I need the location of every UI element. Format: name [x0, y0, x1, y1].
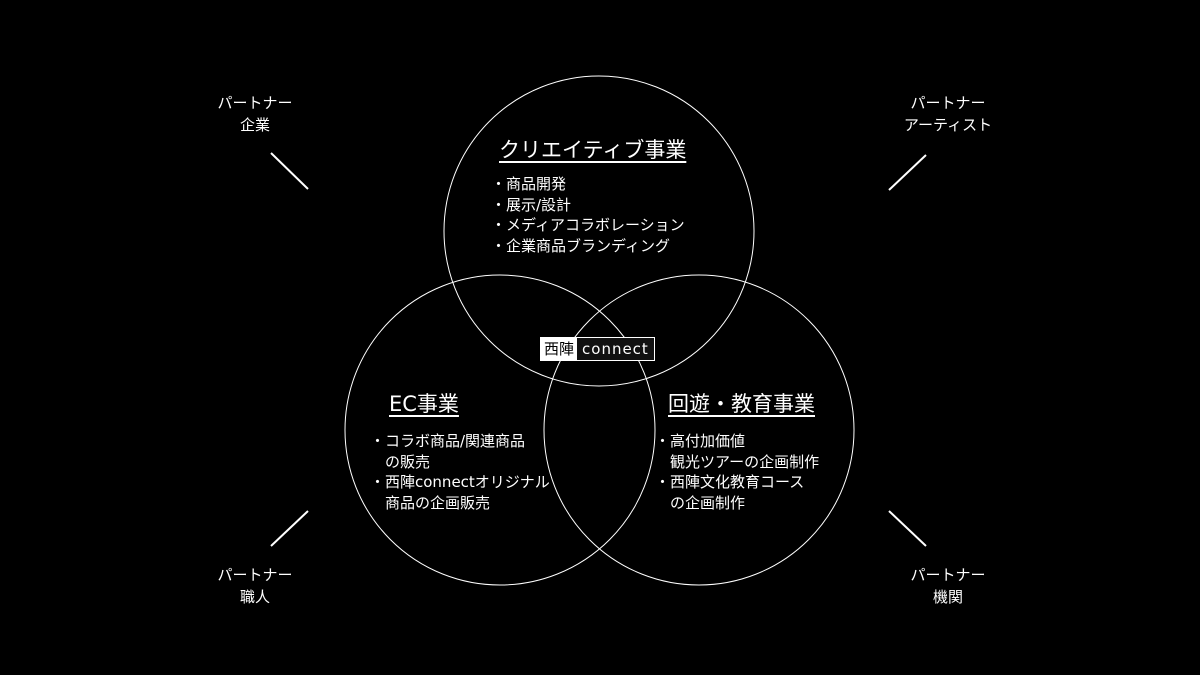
connector-bottom-left — [270, 510, 309, 547]
partner-label: パートナー — [910, 566, 986, 584]
list-item: の販売 — [370, 452, 431, 471]
partner-type: アーティスト — [903, 116, 993, 134]
connector-bottom-right — [888, 510, 927, 547]
circle-tour — [543, 274, 855, 586]
list-item: ・商品開発 — [491, 175, 567, 193]
connector-top-left — [270, 152, 309, 190]
list-item: 商品の企画販売 — [370, 493, 491, 512]
partner-label: パートナー — [217, 94, 293, 112]
connector-top-right — [888, 154, 927, 191]
partner-label: パートナー — [910, 94, 986, 112]
list-item: ・メディアコラボレーション — [491, 216, 685, 234]
list-item: の企画制作 — [655, 493, 746, 512]
partner-artist: パートナー アーティスト — [878, 92, 1018, 136]
list-item: 観光ツアーの企画制作 — [655, 452, 820, 471]
circle-creative — [443, 75, 755, 387]
partner-type: 機関 — [932, 588, 963, 606]
logo-connect: connect — [577, 338, 654, 360]
partner-company: パートナー 企業 — [185, 92, 325, 136]
partner-type: 企業 — [239, 116, 270, 134]
list-item: ・西陣文化教育コース — [655, 473, 805, 491]
logo-kanji: 西陣 — [541, 338, 578, 360]
list-item: ・西陣connectオリジナル — [370, 473, 550, 491]
ec-title: EC事業 — [389, 392, 459, 416]
tour-education-list: ・高付加価値 観光ツアーの企画制作 ・西陣文化教育コース の企画制作 — [655, 431, 819, 513]
list-item: ・高付加価値 — [655, 432, 746, 450]
circle-ec — [344, 274, 656, 586]
nishijin-connect-logo: 西陣 connect — [540, 337, 655, 361]
ec-list: ・コラボ商品/関連商品 の販売 ・西陣connectオリジナル 商品の企画販売 — [370, 431, 550, 513]
partner-institution: パートナー 機関 — [878, 564, 1018, 608]
partner-craftsman: パートナー 職人 — [185, 564, 325, 608]
partner-type: 職人 — [239, 588, 270, 606]
partner-label: パートナー — [217, 566, 293, 584]
creative-list: ・商品開発 ・展示/設計 ・メディアコラボレーション ・企業商品ブランディング — [491, 174, 685, 256]
list-item: ・コラボ商品/関連商品 — [370, 432, 526, 450]
creative-title: クリエイティブ事業 — [499, 138, 687, 162]
list-item: ・企業商品ブランディング — [491, 236, 670, 255]
tour-education-title: 回遊・教育事業 — [668, 392, 815, 416]
list-item: ・展示/設計 — [491, 195, 572, 214]
